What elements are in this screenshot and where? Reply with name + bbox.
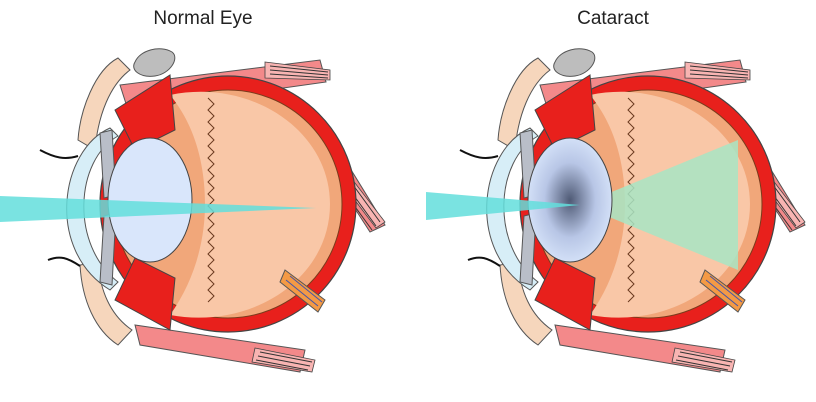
scattered-light <box>580 140 738 270</box>
cataract-title: Cataract <box>577 8 649 29</box>
eyelashes <box>39 149 81 267</box>
orbital-fat <box>133 48 176 77</box>
optic-nerve <box>699 269 746 313</box>
eyelid-skin <box>77 57 133 346</box>
lower-muscle <box>554 324 736 373</box>
normal-eye-title: Normal Eye <box>153 8 253 29</box>
ciliary-body <box>534 74 596 331</box>
lower-muscle <box>134 324 316 373</box>
ciliary-body <box>114 74 176 331</box>
orbital-fat <box>553 48 596 77</box>
cornea <box>66 127 119 291</box>
light-beam <box>0 196 316 222</box>
cloudy-lens <box>527 137 613 263</box>
optic-nerve <box>279 269 326 313</box>
cataract-eye-diagram <box>426 48 806 373</box>
cornea <box>486 127 539 291</box>
retina-serration <box>207 97 215 303</box>
light-beam <box>426 192 580 220</box>
normal-eye-diagram <box>0 48 386 373</box>
eyelashes <box>459 149 501 267</box>
lens <box>107 137 193 263</box>
